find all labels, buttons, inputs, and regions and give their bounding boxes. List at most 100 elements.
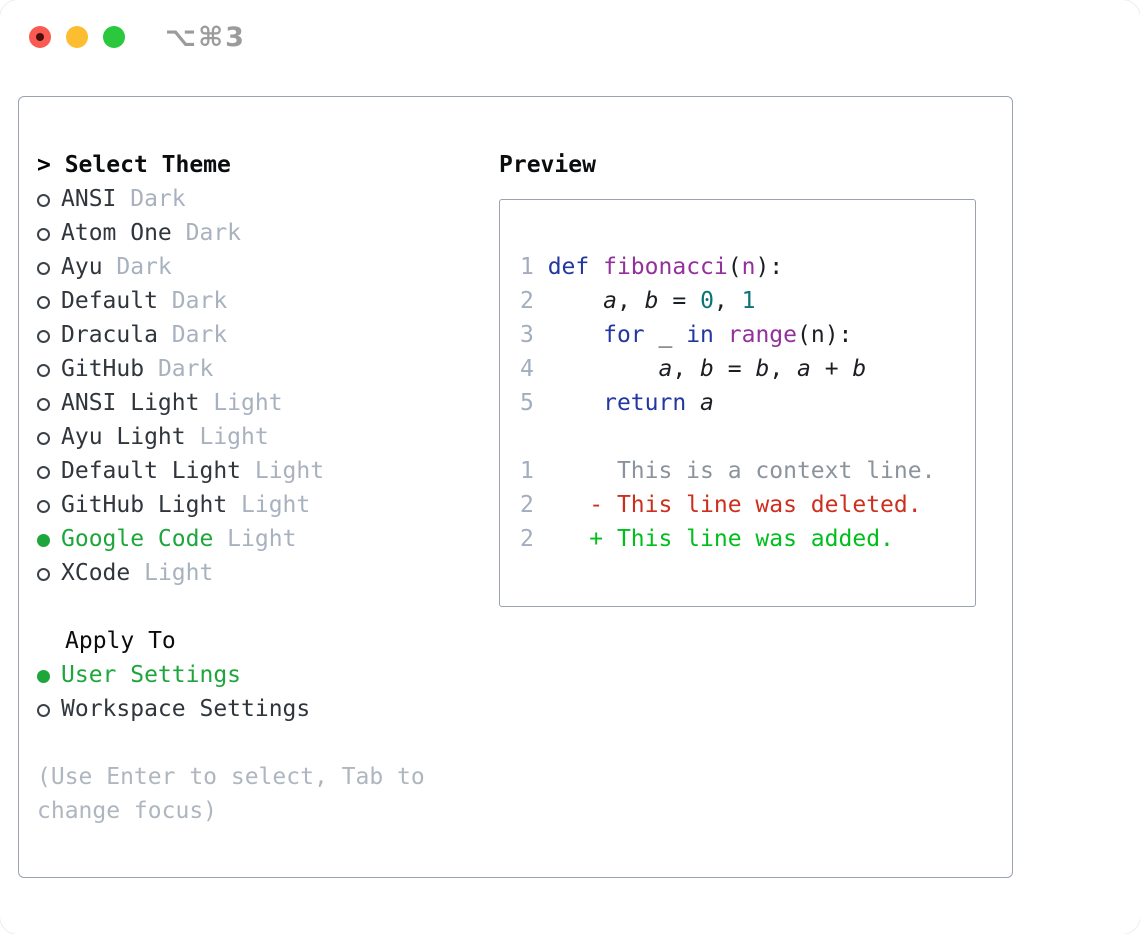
code-token: 1 <box>741 288 756 314</box>
code-line <box>520 420 963 454</box>
theme-variant: Light <box>227 492 311 518</box>
line-number: 2 <box>520 288 548 314</box>
spacer <box>37 726 425 760</box>
theme-option-google-code[interactable]: Google Code Light <box>37 522 425 556</box>
apply-option-label: Workspace Settings <box>61 696 311 722</box>
theme-option-ansi[interactable]: ANSI Dark <box>37 182 425 216</box>
code-line: 2 - This line was deleted. <box>520 488 963 522</box>
code-line: 2 a, b = 0, 1 <box>520 284 963 318</box>
code-token: range <box>727 322 797 348</box>
code-token: _ <box>644 322 687 348</box>
code-token: b <box>644 288 659 314</box>
radio-icon <box>37 364 50 377</box>
zoom-button[interactable] <box>103 26 125 48</box>
theme-option-ayu-light[interactable]: Ayu Light Light <box>37 420 425 454</box>
code-token: a <box>700 390 714 416</box>
theme-option-dracula[interactable]: Dracula Dark <box>37 318 425 352</box>
close-button[interactable] <box>29 26 51 48</box>
code-token: = <box>713 356 756 382</box>
code-token: , <box>769 356 798 382</box>
code-token: = <box>658 288 701 314</box>
code-token: , <box>713 288 742 314</box>
radio-icon <box>37 432 50 445</box>
theme-option-default-light[interactable]: Default Light Light <box>37 454 425 488</box>
theme-variant: Dark <box>102 254 172 280</box>
apply-option-user-settings[interactable]: User Settings <box>37 658 425 692</box>
radio-icon <box>37 500 50 513</box>
preview-title: Preview <box>499 152 596 178</box>
theme-option-github-light[interactable]: GitHub Light Light <box>37 488 425 522</box>
theme-name: Ayu Light <box>61 424 186 450</box>
code-token: ( <box>727 254 742 280</box>
theme-variant: Light <box>185 424 269 450</box>
code-token: in <box>686 322 714 348</box>
theme-variant: Dark <box>157 322 228 348</box>
select-theme-label: Select Theme <box>64 152 231 178</box>
code-token: a <box>603 288 617 314</box>
radio-icon <box>37 330 50 343</box>
code-line: 4 a, b = b, a + b <box>520 352 963 386</box>
radio-selected-icon <box>37 534 50 547</box>
code-token <box>714 322 728 348</box>
theme-name: Atom One <box>61 220 172 246</box>
preview-column: Preview 1 def fibonacci(n):2 a, b = 0, 1… <box>499 148 976 607</box>
code-token: ): <box>755 254 784 280</box>
radio-icon <box>37 194 50 207</box>
code-line: 1 This is a context line. <box>520 454 963 488</box>
apply-to-header: Apply To <box>65 628 176 654</box>
theme-name: GitHub Light <box>61 492 228 518</box>
code-token: b <box>700 356 714 382</box>
theme-option-ayu[interactable]: Ayu Dark <box>37 250 425 284</box>
theme-name: Default Light <box>61 458 242 484</box>
code-token <box>548 356 659 382</box>
spacer <box>37 590 425 624</box>
theme-name: ANSI <box>61 186 117 212</box>
code-token <box>589 254 603 280</box>
code-line: 5 return a <box>520 386 963 420</box>
line-number: 2 <box>520 526 548 552</box>
theme-option-ansi-light[interactable]: ANSI Light Light <box>37 386 425 420</box>
code-token: + <box>810 356 853 382</box>
theme-name: GitHub <box>61 356 145 382</box>
theme-variant: Light <box>130 560 214 586</box>
theme-name: Dracula <box>61 322 158 348</box>
code-token: for <box>603 322 645 348</box>
window-title-shortcut: ⌥⌘3 <box>165 22 246 53</box>
code-line: 1 def fibonacci(n): <box>520 250 963 284</box>
line-number: 1 <box>520 458 548 484</box>
theme-variant: Dark <box>171 220 242 246</box>
theme-option-xcode[interactable]: XCode Light <box>37 556 425 590</box>
line-number: 4 <box>520 356 548 382</box>
radio-selected-icon <box>37 670 50 683</box>
cursor-icon: > <box>37 152 65 178</box>
code-token: This is a context line. <box>547 458 936 484</box>
code-token: n <box>741 254 756 280</box>
theme-option-github[interactable]: GitHub Dark <box>37 352 425 386</box>
code-token <box>686 390 700 416</box>
code-token <box>548 390 603 416</box>
theme-variant: Dark <box>116 186 186 212</box>
apply-option-workspace-settings[interactable]: Workspace Settings <box>37 692 425 726</box>
select-theme-header: > Select Theme <box>37 148 425 182</box>
code-token: - This line was deleted. <box>547 492 922 518</box>
line-number: 3 <box>520 322 548 348</box>
code-token: + This line was added. <box>547 526 894 552</box>
theme-variant: Light <box>199 390 283 416</box>
theme-option-default[interactable]: Default Dark <box>37 284 425 318</box>
code-token: (n): <box>797 322 853 348</box>
line-number: 5 <box>520 390 548 416</box>
minimize-button[interactable] <box>66 26 88 48</box>
theme-variant: Dark <box>144 356 214 382</box>
code-token: def <box>547 254 590 280</box>
theme-variant: Light <box>213 526 297 552</box>
theme-option-atom-one[interactable]: Atom One Dark <box>37 216 425 250</box>
code-token: , <box>672 356 701 382</box>
line-number: 1 <box>520 254 548 280</box>
apply-option-label: User Settings <box>61 662 242 688</box>
theme-name: XCode <box>61 560 131 586</box>
